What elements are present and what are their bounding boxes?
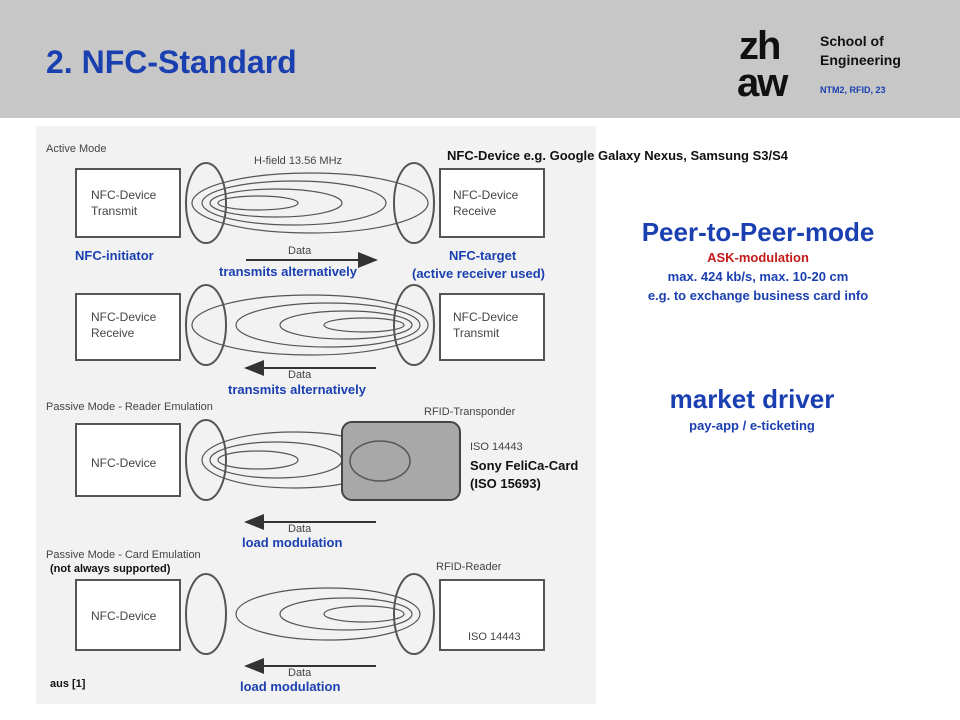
- slide-reference: NTM2, RFID, 23: [820, 85, 886, 95]
- header-bar: [0, 0, 960, 118]
- antenna-pair-1: [185, 162, 435, 244]
- p2p-title: Peer-to-Peer-mode: [641, 217, 875, 247]
- device-box-5: NFC-Device: [75, 423, 181, 497]
- svg-text:Receive: Receive: [91, 326, 135, 340]
- svg-text:ISO 14443: ISO 14443: [468, 631, 521, 643]
- device-box-3: NFC-Device Receive: [75, 293, 181, 361]
- svg-text:NFC-Device: NFC-Device: [91, 609, 157, 623]
- ask-modulation-label: ASK-modulation: [707, 250, 809, 265]
- device-box-4: NFC-Device Transmit: [439, 293, 545, 361]
- device-box-2: NFC-Device Receive: [439, 168, 545, 238]
- transponder-card: [341, 421, 461, 501]
- transmits-alt-label-2: transmits alternatively: [228, 382, 367, 397]
- zhaw-logo: zh aw: [737, 26, 791, 100]
- iso14443-label-1: ISO 14443: [470, 441, 523, 453]
- load-modulation-label-1: load modulation: [242, 535, 343, 550]
- logo-top-text: zh: [739, 26, 779, 68]
- passive-card-label: Passive Mode - Card Emulation: [46, 549, 201, 561]
- svg-text:Transmit: Transmit: [91, 204, 138, 218]
- iso15693-label: (ISO 15693): [470, 476, 541, 491]
- data-label-3: Data: [288, 523, 312, 535]
- svg-text:Transmit: Transmit: [453, 326, 500, 340]
- sony-card-label: Sony FeliCa-Card: [470, 458, 579, 473]
- school-line-2: Engineering: [820, 52, 901, 68]
- device-example-label: NFC-Device e.g. Google Galaxy Nexus, Sam…: [447, 148, 789, 163]
- data-label-2: Data: [288, 369, 312, 381]
- antenna-pair-4: [185, 573, 435, 655]
- svg-text:NFC-Device: NFC-Device: [91, 188, 157, 202]
- page-title: 2. NFC-Standard: [46, 44, 297, 80]
- antenna-pair-2: [185, 284, 435, 366]
- school-name: School of Engineering: [820, 32, 901, 70]
- data-label-4: Data: [288, 667, 312, 679]
- nfc-initiator-label: NFC-initiator: [75, 248, 154, 263]
- data-label-1: Data: [288, 245, 312, 257]
- transmits-alt-label-1: transmits alternatively: [219, 264, 358, 279]
- active-receiver-label: (active receiver used): [412, 266, 545, 281]
- not-supported-label: (not always supported): [50, 563, 171, 575]
- device-box-6: NFC-Device: [75, 579, 181, 651]
- svg-text:NFC-Device: NFC-Device: [91, 456, 157, 470]
- active-mode-label: Active Mode: [46, 143, 107, 155]
- source-label: aus [1]: [50, 678, 86, 690]
- rfid-transponder-label: RFID-Transponder: [424, 406, 516, 418]
- logo-bottom-text: aw: [737, 61, 789, 100]
- reader-box: ISO 14443: [439, 579, 545, 651]
- nfc-target-label: NFC-target: [449, 248, 517, 263]
- svg-text:NFC-Device: NFC-Device: [91, 310, 157, 324]
- market-driver-title: market driver: [669, 384, 835, 414]
- svg-text:NFC-Device: NFC-Device: [453, 310, 519, 324]
- market-driver-sub: pay-app / e-ticketing: [689, 418, 815, 433]
- svg-text:NFC-Device: NFC-Device: [453, 188, 519, 202]
- nfc-modes-diagram: Active Mode H-field 13.56 MHz NFC-Device…: [36, 126, 596, 704]
- device-box-1: NFC-Device Transmit: [75, 168, 181, 238]
- passive-reader-label: Passive Mode - Reader Emulation: [46, 401, 213, 413]
- rfid-reader-label: RFID-Reader: [436, 561, 502, 573]
- speed-range-label: max. 424 kb/s, max. 10-20 cm: [667, 269, 849, 284]
- load-modulation-label-2: load modulation: [240, 679, 341, 694]
- svg-text:Receive: Receive: [453, 204, 497, 218]
- usecase-label: e.g. to exchange business card info: [647, 288, 869, 303]
- hfield-label: H-field 13.56 MHz: [254, 155, 342, 167]
- school-line-1: School of: [820, 33, 884, 49]
